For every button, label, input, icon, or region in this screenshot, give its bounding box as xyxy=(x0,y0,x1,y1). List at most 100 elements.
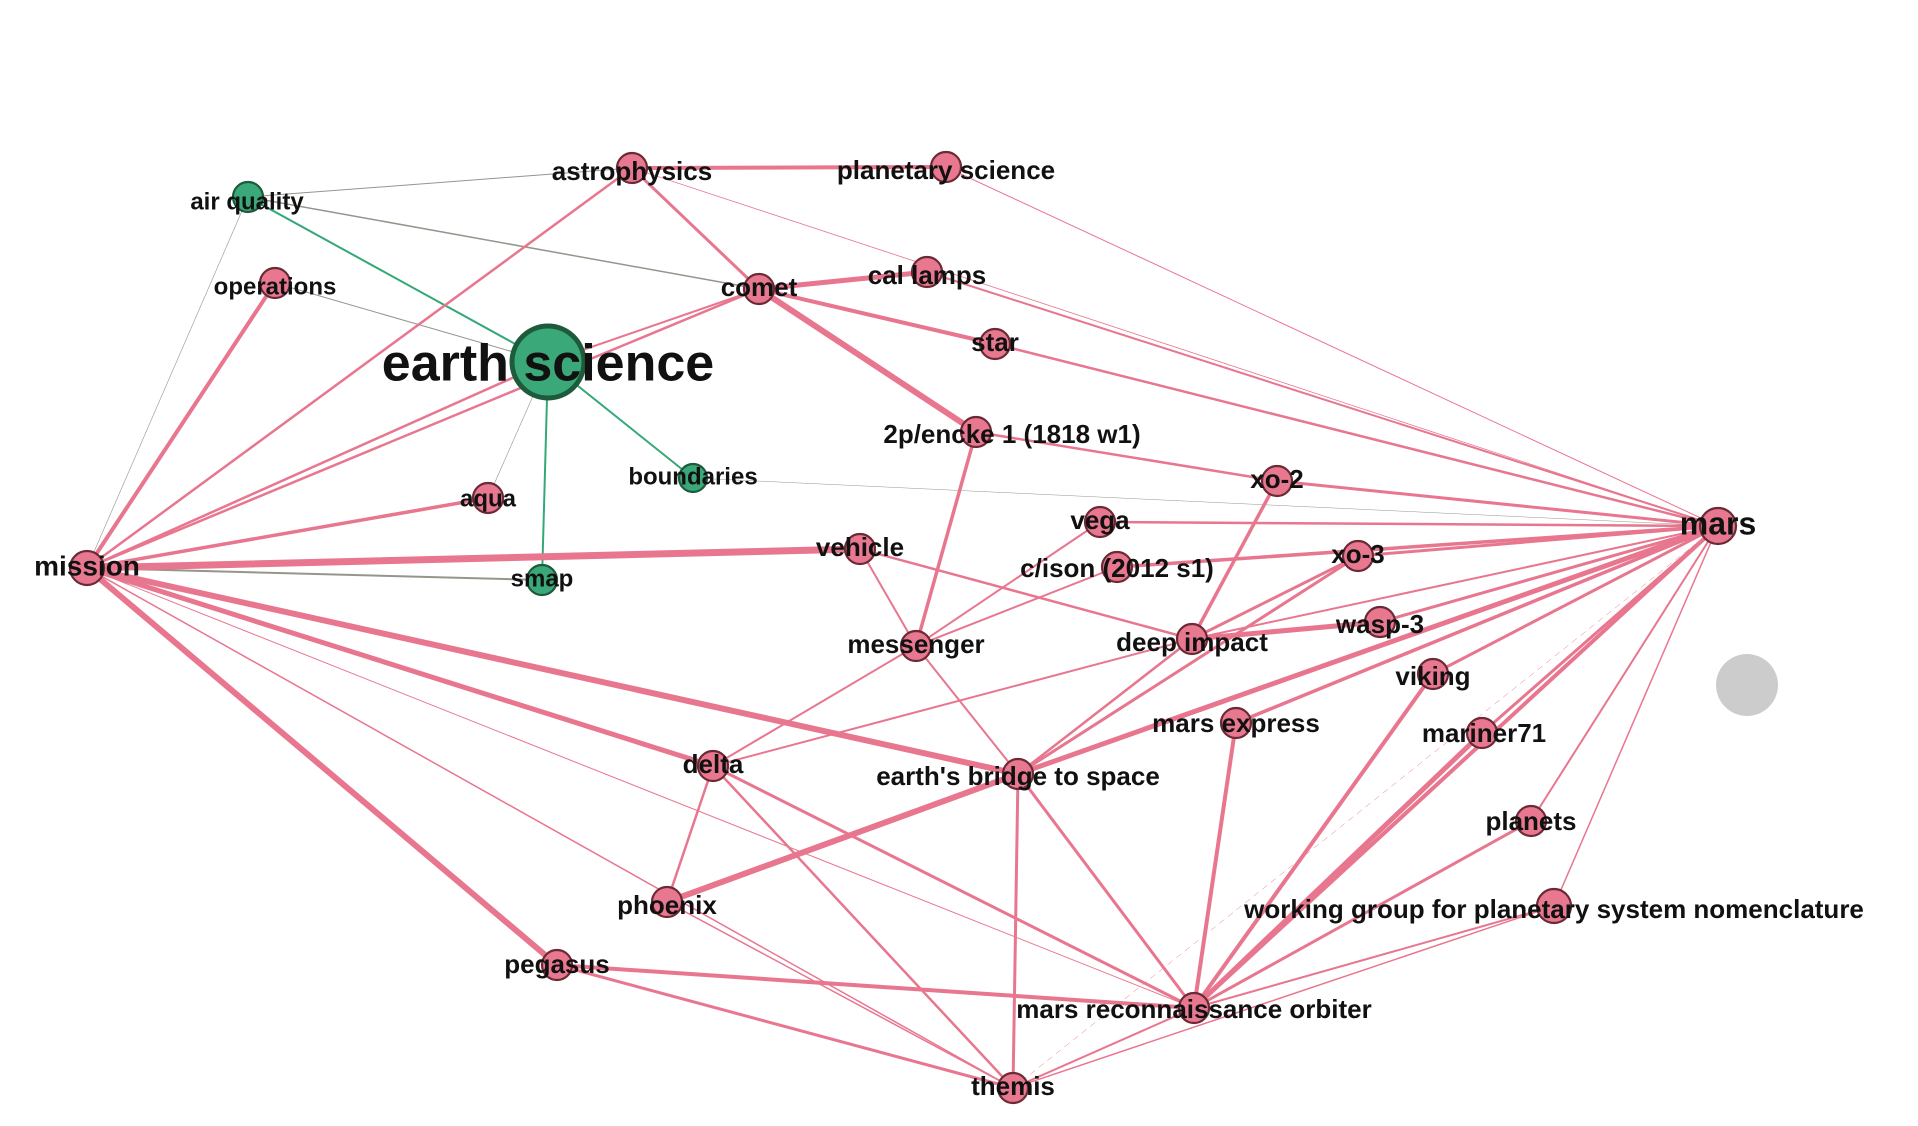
edge-boundaries-mars xyxy=(692,477,1719,527)
node-operations[interactable] xyxy=(258,266,292,300)
node-astrophysics[interactable] xyxy=(615,151,649,185)
node-circle-xo-3[interactable] xyxy=(1341,539,1375,573)
node-circle-vehicle[interactable] xyxy=(843,532,877,566)
node-circle-aqua[interactable] xyxy=(471,481,505,515)
node-planetary-science[interactable] xyxy=(929,150,963,184)
node-mars-express[interactable] xyxy=(1219,706,1253,740)
node-label-pegasus: pegasus xyxy=(504,949,610,979)
node-vehicle[interactable] xyxy=(843,532,877,566)
node-mariner71[interactable] xyxy=(1465,716,1499,750)
node-circle-cal-lamps[interactable] xyxy=(910,255,944,289)
node-encke[interactable] xyxy=(959,415,993,449)
edge-mro-mars xyxy=(1192,524,1720,1010)
node-earth-science[interactable] xyxy=(509,323,587,401)
node-mro[interactable] xyxy=(1177,991,1211,1025)
node-label-vega: vega xyxy=(1070,505,1130,535)
node-themis[interactable] xyxy=(996,1071,1030,1105)
edge-deep-impact-wasp-3 xyxy=(1189,619,1383,642)
edge-earths-bridge-mro xyxy=(1016,772,1196,1010)
node-xo-2[interactable] xyxy=(1260,464,1294,498)
node-circle-pegasus[interactable] xyxy=(540,948,574,982)
node-circle-earth-science[interactable] xyxy=(509,323,587,401)
node-delta[interactable] xyxy=(696,749,730,783)
node-label-delta: delta xyxy=(683,749,744,779)
node-phoenix[interactable] xyxy=(650,885,684,919)
node-circle-phoenix[interactable] xyxy=(650,885,684,919)
edge-wgpsn-themis xyxy=(1012,905,1555,1089)
node-circle-cison[interactable] xyxy=(1100,550,1134,584)
edge-astrophysics-comet xyxy=(630,166,761,291)
node-circle-wasp-3[interactable] xyxy=(1363,605,1397,639)
node-label-star: star xyxy=(971,327,1019,357)
node-mission[interactable] xyxy=(68,549,106,587)
edge-planets-mars xyxy=(1530,525,1719,822)
node-planets[interactable] xyxy=(1514,804,1548,838)
edge-messenger-delta xyxy=(712,645,917,767)
edge-air-quality-comet xyxy=(247,196,760,290)
node-mars[interactable] xyxy=(1698,506,1738,546)
node-circle-encke[interactable] xyxy=(959,415,993,449)
node-label-mars-express: mars express xyxy=(1152,708,1320,738)
node-circle-wgpsn[interactable] xyxy=(1535,887,1573,925)
edge-delta-themis xyxy=(711,764,1015,1090)
node-circle-comet[interactable] xyxy=(742,272,776,306)
edge-operations-earth-science xyxy=(274,282,549,363)
node-circle-operations[interactable] xyxy=(258,266,292,300)
node-circle-xo-2[interactable] xyxy=(1260,464,1294,498)
placeholder-node[interactable] xyxy=(1716,654,1778,716)
node-vega[interactable] xyxy=(1083,505,1117,539)
node-cal-lamps[interactable] xyxy=(910,255,944,289)
node-circle-messenger[interactable] xyxy=(899,629,933,663)
edge-astrophysics-mars xyxy=(631,167,1719,527)
node-earths-bridge[interactable] xyxy=(1001,757,1035,791)
node-circle-mars-express[interactable] xyxy=(1219,706,1253,740)
edge-pegasus-themis xyxy=(555,963,1015,1090)
node-label-aqua: aqua xyxy=(460,485,517,512)
node-deep-impact[interactable] xyxy=(1175,622,1209,656)
node-circle-earths-bridge[interactable] xyxy=(1001,757,1035,791)
node-circle-themis[interactable] xyxy=(996,1071,1030,1105)
edge-wasp-3-mars xyxy=(1378,524,1720,624)
node-pegasus[interactable] xyxy=(540,948,574,982)
node-circle-viking[interactable] xyxy=(1416,657,1450,691)
node-circle-mro[interactable] xyxy=(1177,991,1211,1025)
node-wasp-3[interactable] xyxy=(1363,605,1397,639)
node-boundaries[interactable] xyxy=(677,462,709,494)
node-aqua[interactable] xyxy=(471,481,505,515)
node-circle-mission[interactable] xyxy=(68,549,106,587)
node-circle-mars[interactable] xyxy=(1698,506,1738,546)
edge-earth-science-mission xyxy=(85,360,550,570)
node-circle-delta[interactable] xyxy=(696,749,730,783)
node-xo-3[interactable] xyxy=(1341,539,1375,573)
edge-cison-mars xyxy=(1115,524,1720,569)
node-circle-astrophysics[interactable] xyxy=(615,151,649,185)
node-circle-planetary-science[interactable] xyxy=(929,150,963,184)
node-circle-planets[interactable] xyxy=(1514,804,1548,838)
node-circle-boundaries[interactable] xyxy=(677,462,709,494)
node-circle-deep-impact[interactable] xyxy=(1175,622,1209,656)
node-circle-star[interactable] xyxy=(978,327,1012,361)
node-label-deep-impact: deep impact xyxy=(1116,627,1268,657)
node-cison[interactable] xyxy=(1100,550,1134,584)
node-label-operations: operations xyxy=(214,273,337,300)
node-wgpsn[interactable] xyxy=(1535,887,1573,925)
node-label-xo-3: xo-3 xyxy=(1331,539,1384,569)
node-circle-mariner71[interactable] xyxy=(1465,716,1499,750)
edge-air-quality-earth-science xyxy=(247,196,549,363)
node-label-comet: comet xyxy=(721,272,798,302)
node-air-quality[interactable] xyxy=(231,180,265,214)
node-messenger[interactable] xyxy=(899,629,933,663)
edge-vega-messenger xyxy=(915,521,1101,647)
node-circle-vega[interactable] xyxy=(1083,505,1117,539)
node-circle-smap[interactable] xyxy=(525,563,559,597)
node-smap[interactable] xyxy=(525,563,559,597)
edge-planets-mro xyxy=(1192,819,1533,1010)
node-comet[interactable] xyxy=(742,272,776,306)
edge-deep-impact-mars xyxy=(1191,525,1719,640)
node-star[interactable] xyxy=(978,327,1012,361)
node-circle-air-quality[interactable] xyxy=(231,180,265,214)
node-viking[interactable] xyxy=(1416,657,1450,691)
node-label-cal-lamps: cal lamps xyxy=(868,260,987,290)
